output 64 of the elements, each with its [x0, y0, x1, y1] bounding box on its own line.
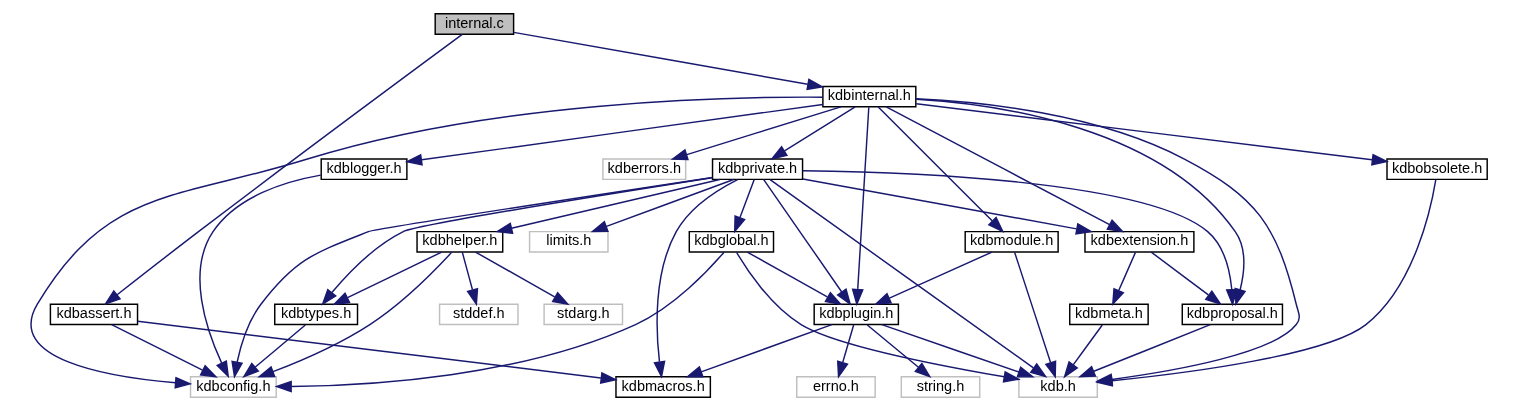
- arrow: [1150, 251, 1222, 306]
- node-box: kdbinternal.h: [821, 85, 917, 108]
- node-box: kdbprivate.h: [711, 158, 803, 181]
- arrow: [30, 96, 823, 389]
- arrow: [836, 324, 854, 379]
- arrow: [1062, 324, 1103, 379]
- node-box: kdberrors.h: [601, 158, 686, 181]
- node-box: limits.h: [528, 230, 609, 253]
- node-box: string.h: [900, 376, 980, 398]
- arrow: [877, 106, 1004, 233]
- arrow: [461, 251, 478, 307]
- arrow: [915, 103, 1389, 166]
- arrow: [769, 106, 856, 160]
- arrow: [735, 251, 1021, 383]
- arrow: [589, 178, 734, 233]
- arrow: [1111, 251, 1136, 307]
- node-box: kdbhelper.h: [415, 230, 503, 253]
- arrow: [512, 31, 824, 91]
- arrow: [733, 179, 755, 234]
- arrow: [866, 324, 931, 379]
- arrow: [801, 170, 1238, 307]
- node-box: kdbplugin.h: [812, 303, 899, 326]
- node-box: kdbtypes.h: [273, 303, 358, 326]
- arrow: [320, 177, 713, 306]
- arrow: [762, 178, 851, 306]
- node-box: stddef.h: [438, 303, 519, 326]
- node-box: kdbglobal.h: [688, 230, 774, 253]
- arrow: [880, 323, 1035, 378]
- arrow: [331, 251, 442, 306]
- arrow: [474, 251, 570, 306]
- arrow: [746, 251, 842, 306]
- node-box: kdbproposal.h: [1181, 303, 1283, 326]
- node-box: kdbconfig.h: [189, 376, 277, 398]
- arrow: [404, 103, 823, 166]
- node-box: kdbextension.h: [1083, 230, 1195, 253]
- arrow: [801, 178, 1093, 235]
- arrow: [103, 33, 463, 306]
- node-box: kdbmacros.h: [614, 376, 711, 398]
- node-box: kdblogger.h: [320, 158, 408, 181]
- arrow: [1013, 251, 1056, 379]
- arrow: [670, 106, 842, 161]
- arrow: [684, 323, 833, 378]
- node-box: kdbobsolete.h: [1385, 158, 1488, 181]
- arrow: [256, 251, 452, 378]
- arrow: [230, 176, 713, 379]
- arrow: [136, 320, 618, 384]
- arrow: [198, 174, 321, 379]
- arrow: [494, 178, 721, 235]
- node-box: internal.c: [433, 13, 514, 35]
- node-box: stdarg.h: [542, 303, 623, 326]
- arrow: [851, 106, 870, 307]
- node-box: kdbmodule.h: [963, 230, 1059, 253]
- arrow: [273, 251, 725, 393]
- arrow: [885, 106, 1124, 233]
- node-box: kdbassert.h: [49, 303, 138, 326]
- arrow: [873, 251, 993, 306]
- arrow: [110, 323, 218, 378]
- node-box: errno.h: [795, 376, 876, 398]
- arrow: [241, 324, 306, 379]
- node-box: kdbmeta.h: [1068, 303, 1149, 326]
- arrow: [652, 178, 738, 379]
- node-box: kdb.h: [1017, 376, 1098, 398]
- arrow: [768, 178, 1047, 378]
- arrow: [1077, 323, 1211, 378]
